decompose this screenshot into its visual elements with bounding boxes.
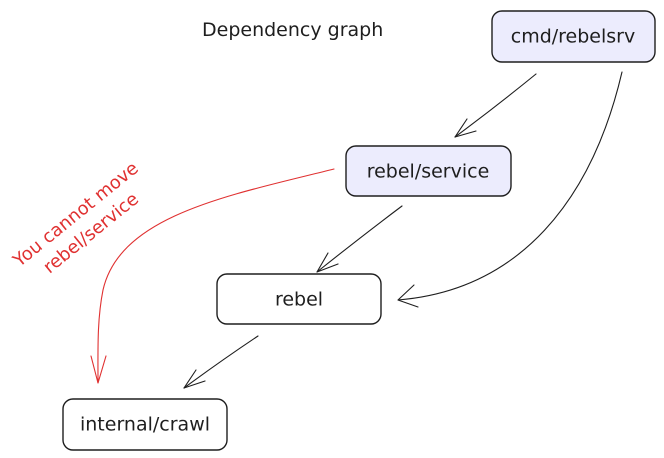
node-box (216, 273, 382, 325)
constraint-note: You cannot move rebel/service (9, 158, 143, 278)
edge-line (97, 168, 335, 384)
arrow-head (397, 284, 419, 308)
edge-cmd-rebelsrv-to-rebel-service (454, 73, 537, 138)
arrow-head (183, 369, 206, 389)
node-box (62, 398, 228, 451)
edge-line (397, 71, 623, 301)
arrow-head (316, 252, 339, 273)
edge-rebel-to-internal-crawl (183, 335, 259, 389)
node-label: internal/crawl (80, 414, 210, 436)
edge-rebel-service-to-internal-crawl (90, 168, 335, 384)
node-label: rebel (275, 289, 323, 311)
edge-line (454, 73, 537, 138)
edge-line (316, 205, 403, 273)
node-label: rebel/service (367, 161, 490, 183)
node-label: cmd/rebelsrv (511, 26, 635, 48)
node-box (345, 145, 512, 197)
node-cmd-rebelsrv[interactable]: cmd/rebelsrv (491, 10, 656, 63)
node-rebel[interactable]: rebel (216, 273, 382, 325)
edge-cmd-rebelsrv-to-rebel (397, 71, 623, 308)
node-box (491, 10, 656, 63)
node-rebel-service[interactable]: rebel/service (345, 145, 512, 197)
arrow-head (90, 355, 107, 384)
node-internal-crawl[interactable]: internal/crawl (62, 398, 228, 451)
edge-rebel-service-to-rebel (316, 205, 403, 273)
diagram-title: Dependency graph (202, 19, 383, 41)
arrow-head (454, 118, 477, 138)
edge-line (183, 335, 259, 389)
